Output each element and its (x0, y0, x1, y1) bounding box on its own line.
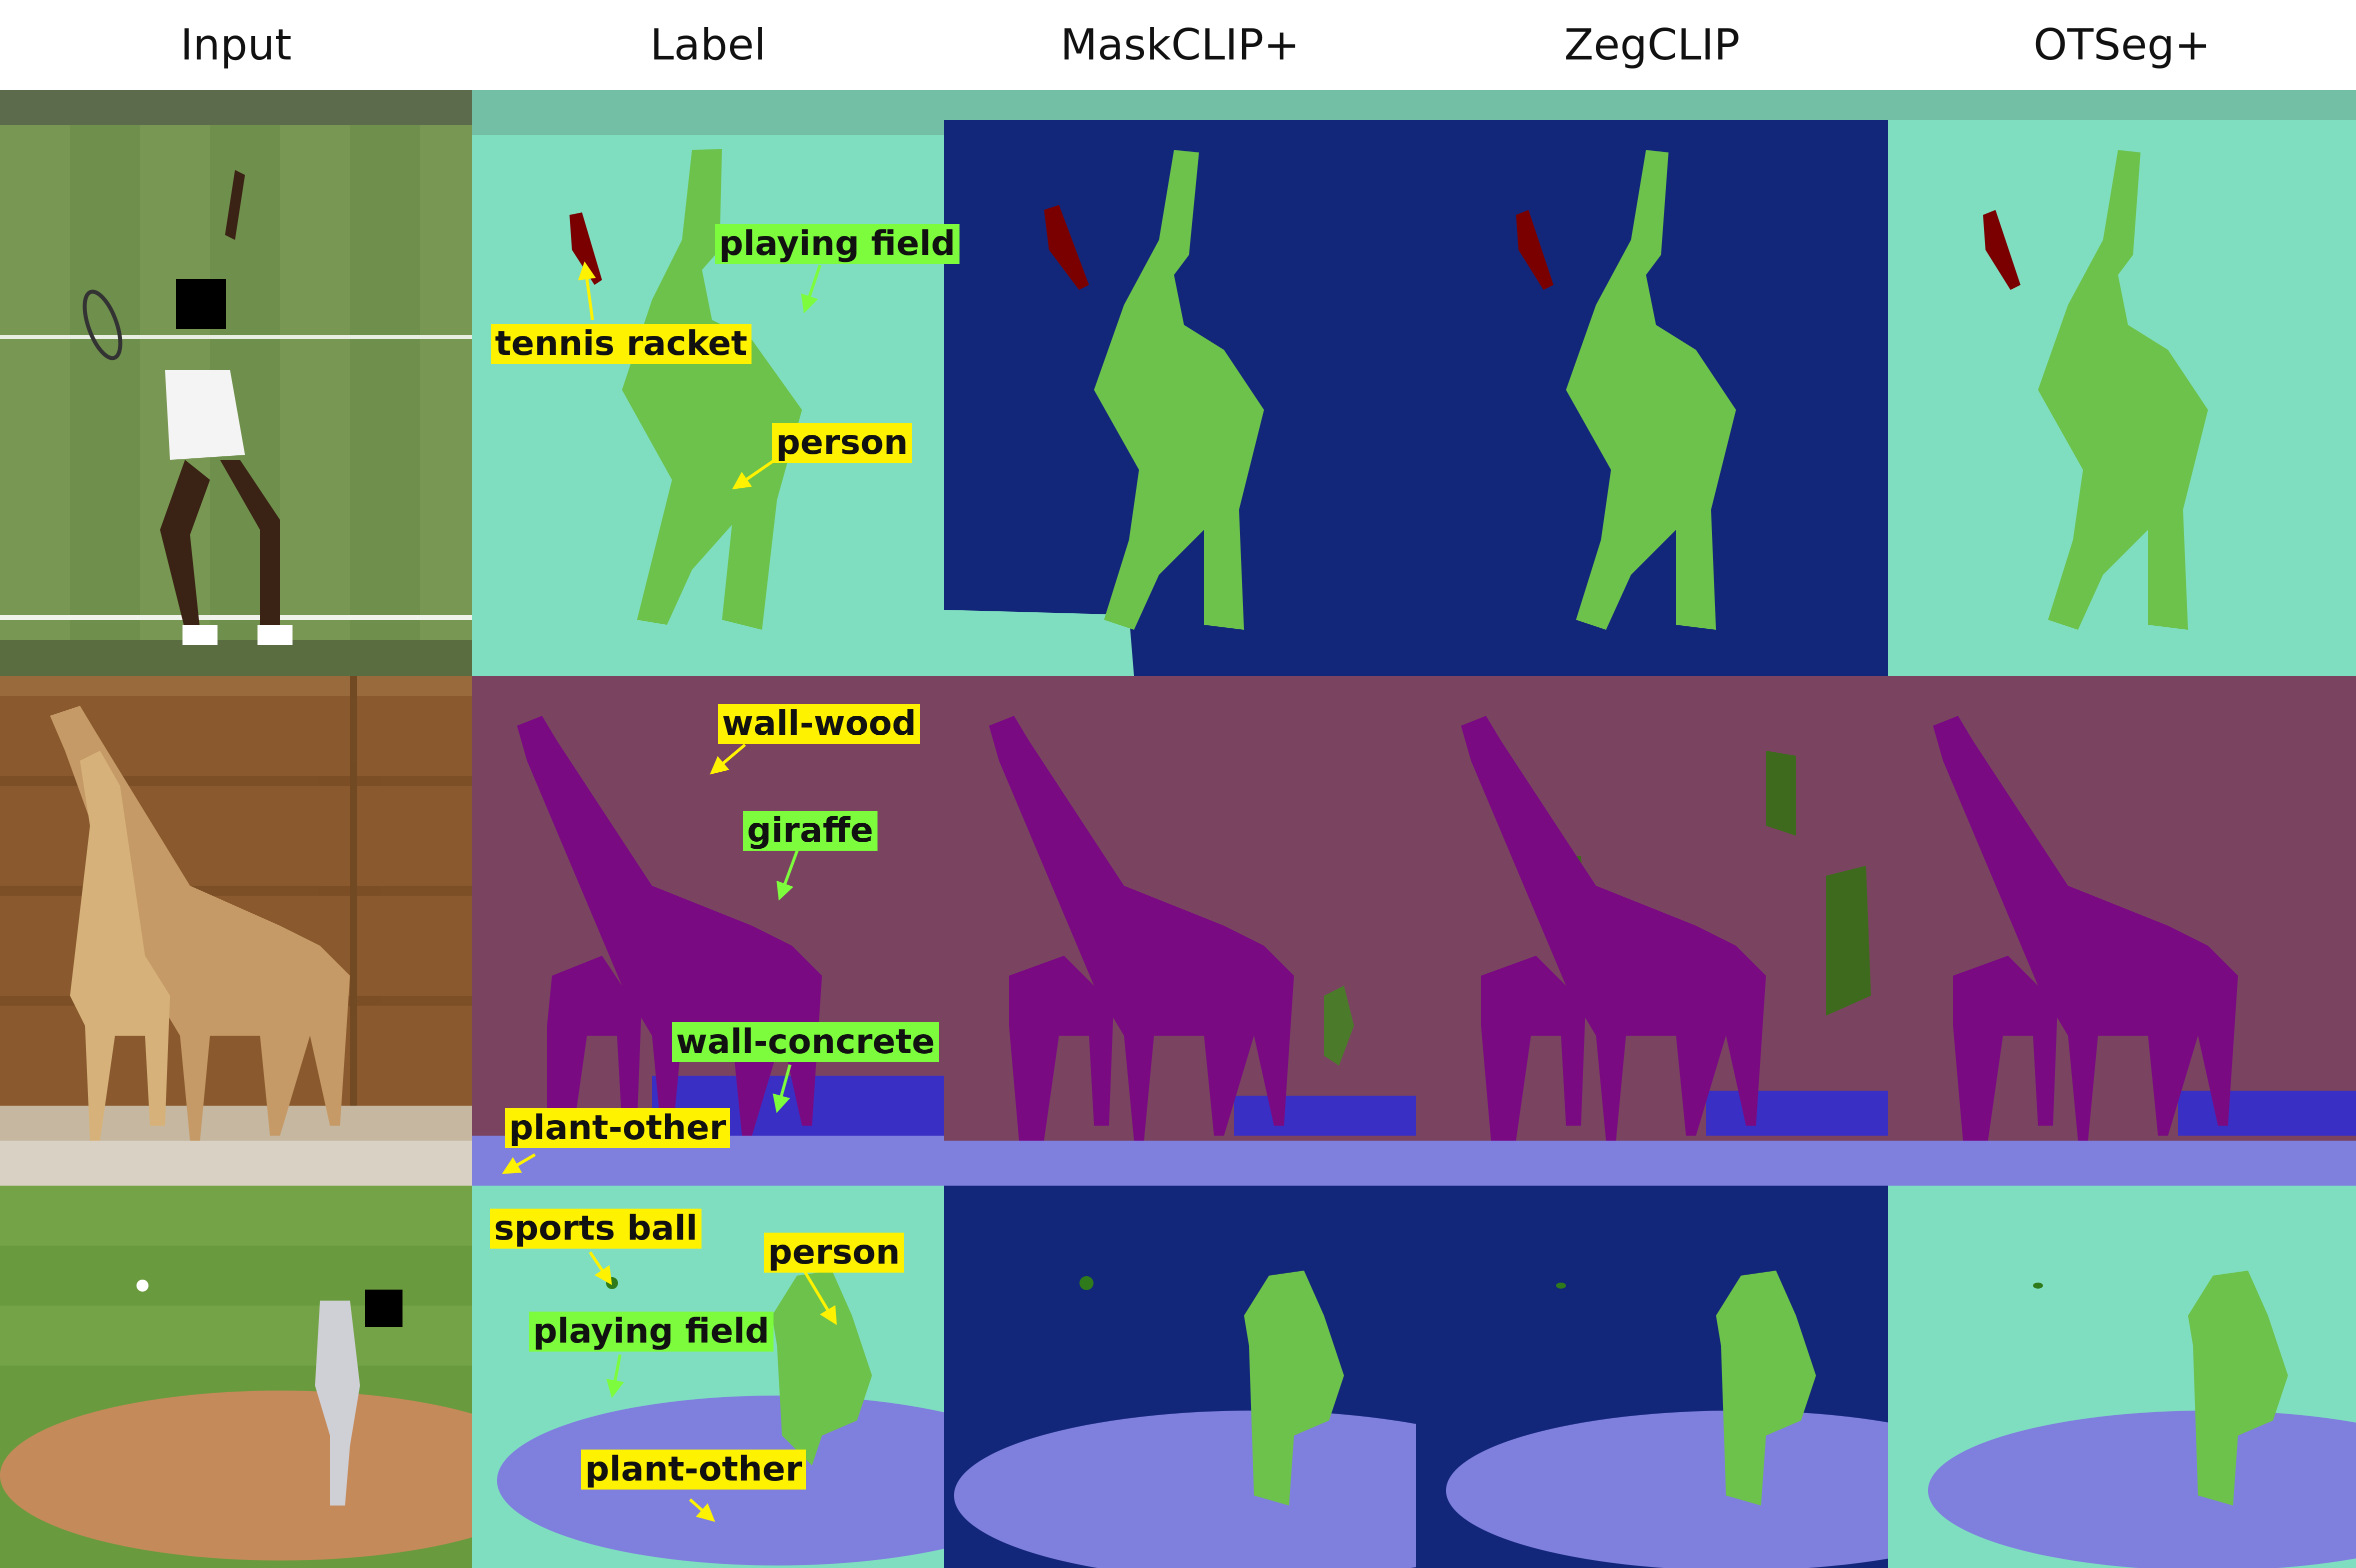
row1-face-mask (176, 279, 226, 329)
row2-zegclip-mask (1416, 676, 1888, 1186)
row2-label-wall-wood: wall-wood (718, 704, 920, 744)
column-header-zegclip: ZegCLIP (1564, 20, 1740, 70)
column-header-maskclip: MaskCLIP+ (1060, 20, 1300, 70)
row1-label-playing-field: playing field (715, 224, 960, 264)
row3-maskclip-mask (944, 1186, 1416, 1568)
row3-face-mask (365, 1290, 402, 1327)
row2-otseg-mask (1888, 676, 2356, 1186)
row1-label-tennis-racket: tennis racket (491, 324, 752, 364)
column-header-input: Input (180, 20, 292, 70)
row3-label-person: person (764, 1233, 904, 1273)
row2-maskclip-mask (944, 676, 1416, 1186)
row1-zegclip-mask (1416, 90, 1888, 676)
row1-label-person: person (772, 423, 912, 463)
row2-label-giraffe: giraffe (743, 811, 878, 851)
row3-label-playing-field: playing field (529, 1312, 774, 1352)
column-header-label: Label (650, 20, 766, 70)
row3-label-sports-ball: sports ball (490, 1209, 702, 1249)
row3-input-image (0, 1186, 472, 1568)
row3-label-plant-other: plant-other (581, 1450, 806, 1490)
row1-otseg-mask (1888, 90, 2356, 676)
row1-input-image (0, 90, 472, 676)
row2-label-wall-concrete: wall-concrete (672, 1022, 939, 1062)
row3-otseg-mask (1888, 1186, 2356, 1568)
row1-label-mask (472, 90, 944, 676)
column-header-otseg: OTSeg+ (2033, 20, 2211, 70)
row2-input-image (0, 676, 472, 1186)
row1-maskclip-mask (944, 90, 1416, 676)
row2-label-mask (472, 676, 944, 1186)
row3-zegclip-mask (1416, 1186, 1888, 1568)
row2-label-plant-other: plant-other (505, 1108, 730, 1148)
